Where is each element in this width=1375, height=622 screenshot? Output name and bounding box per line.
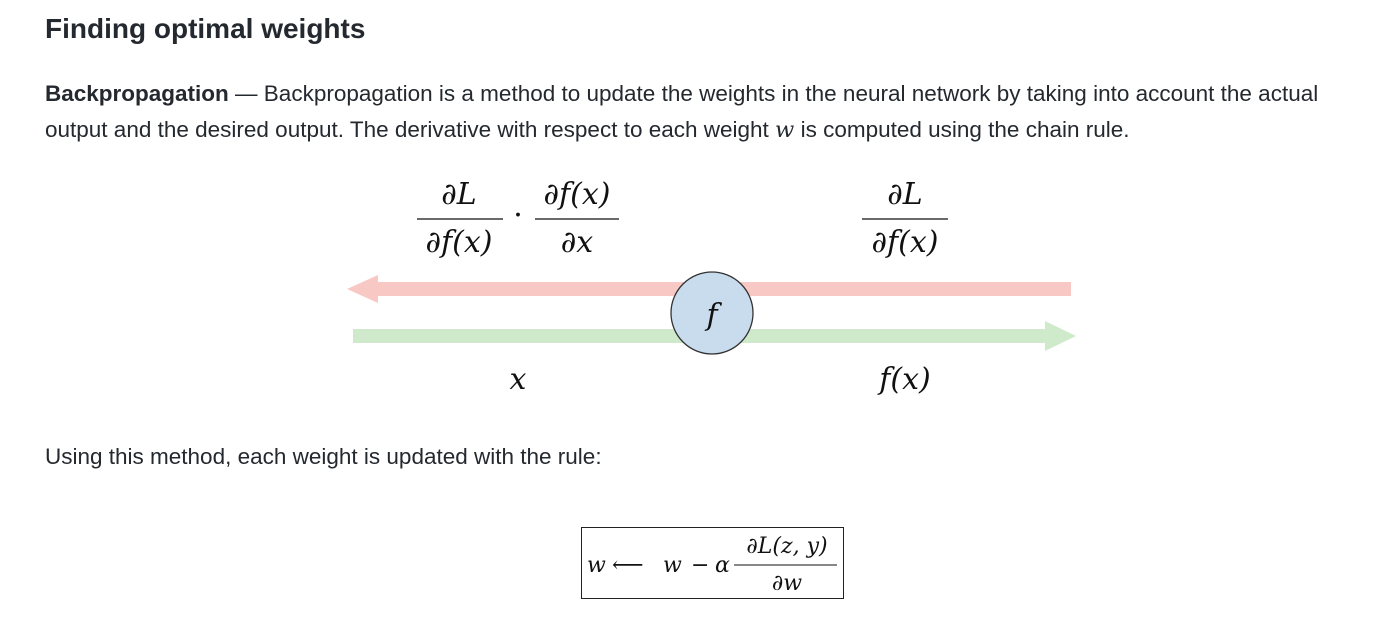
em-dash: —	[228, 81, 264, 106]
svg-text:∂f(x): ∂f(x)	[872, 225, 939, 260]
page-title: Finding optimal weights	[45, 13, 366, 44]
svg-text:∂L: ∂L	[887, 177, 922, 212]
update-rule-minus: −	[691, 553, 709, 578]
function-node: f	[670, 271, 754, 355]
partial-symbol: ∂	[561, 225, 577, 260]
left-grad-numerator-1: L	[456, 177, 477, 212]
svg-text:∂f(x): ∂f(x)	[544, 177, 611, 212]
left-gradient-expression: ∂L ∂f(x) · ∂f(x) ∂x	[417, 177, 619, 260]
output-label: f(x)	[877, 362, 930, 397]
update-rule-lhs: w	[587, 553, 606, 578]
svg-text:∂f(x): ∂f(x)	[426, 225, 493, 260]
left-grad-denominator-2: x	[576, 225, 593, 260]
partial-symbol: ∂	[872, 225, 888, 260]
weight-symbol: w	[775, 117, 795, 143]
partial-symbol: ∂	[426, 225, 442, 260]
multiplication-dot: ·	[513, 198, 523, 233]
right-grad-numerator: L	[902, 177, 923, 212]
update-rule-arrow: ⟵	[612, 553, 644, 578]
update-rule-numerator: ∂L(z, y)	[746, 534, 827, 559]
backprop-paragraph: Backpropagation — Backpropagation is a m…	[45, 76, 1345, 148]
partial-symbol: ∂	[887, 177, 903, 212]
update-rule-w: w	[663, 553, 682, 578]
rule-intro-text: Using this method, each weight is update…	[45, 444, 602, 469]
backprop-description-part2: is computed using the chain rule.	[794, 117, 1130, 142]
svg-text:∂x: ∂x	[561, 225, 594, 260]
update-rule-box: w ⟵ w − α ∂L(z, y) ∂w	[581, 527, 844, 599]
svg-text:∂L: ∂L	[441, 177, 476, 212]
partial-symbol: ∂	[441, 177, 457, 212]
update-rule-denominator: ∂w	[772, 571, 802, 596]
right-gradient-expression: ∂L ∂f(x)	[862, 177, 948, 260]
partial-symbol: ∂	[544, 177, 560, 212]
left-grad-denominator-1: f(x)	[439, 225, 492, 260]
backprop-description-part1: Backpropagation is a method to update th…	[45, 81, 1319, 142]
input-label: x	[510, 362, 527, 397]
left-grad-numerator-2: f(x)	[557, 177, 610, 212]
update-rule-alpha: α	[715, 553, 730, 578]
right-grad-denominator: f(x)	[885, 225, 938, 260]
backprop-diagram: f ∂L ∂f(x) · ∂f(x) ∂x ∂L ∂f(x) x f(x)	[347, 177, 1076, 397]
backprop-term: Backpropagation	[45, 81, 229, 106]
